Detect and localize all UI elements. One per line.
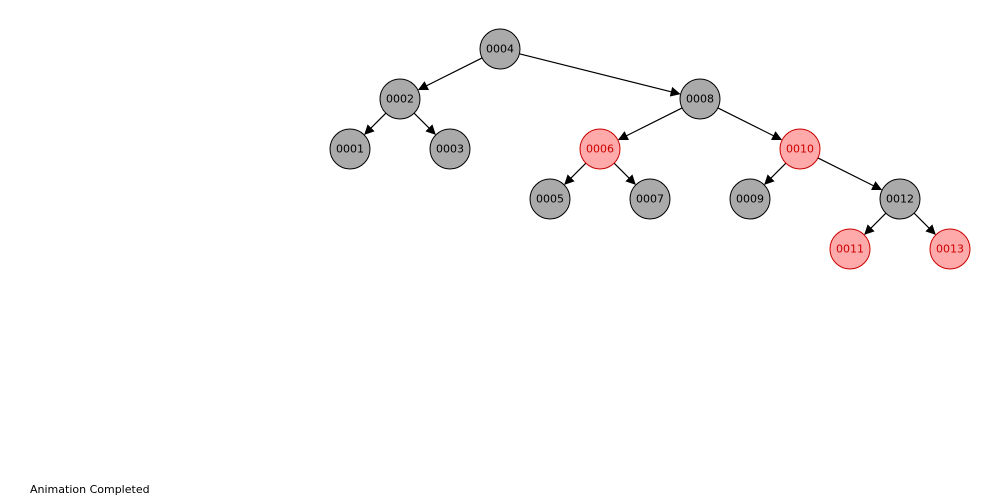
red-node-circle <box>779 128 821 170</box>
red-node-circle <box>929 228 971 270</box>
node-label: 0009 <box>736 193 764 206</box>
tree-node-0007: 0007 <box>629 178 671 220</box>
node-label: 0010 <box>786 143 814 156</box>
black-node-circle <box>429 128 471 170</box>
node-label: 0005 <box>536 193 564 206</box>
edge-0004-to-0002 <box>417 57 483 91</box>
tree-node-0009: 0009 <box>729 178 771 220</box>
tree-node-0006: 0006 <box>579 128 621 170</box>
tree-node-0013: 0013 <box>929 228 971 270</box>
edge-0006-to-0005 <box>564 162 587 185</box>
black-node-circle <box>529 178 571 220</box>
node-label: 0013 <box>936 243 964 256</box>
black-node-circle <box>879 178 921 220</box>
tree-node-0004: 0004 <box>479 28 521 70</box>
node-label: 0011 <box>836 243 864 256</box>
black-node-circle <box>679 78 721 120</box>
black-node-circle <box>629 178 671 220</box>
black-node-circle <box>379 78 421 120</box>
edge-0008-to-0006 <box>617 107 683 141</box>
edge-0012-to-0011 <box>864 212 887 235</box>
node-label: 0012 <box>886 193 914 206</box>
edge-0004-to-0008 <box>519 53 681 97</box>
black-node-circle <box>479 28 521 70</box>
node-label: 0003 <box>436 143 464 156</box>
edge-0002-to-0003 <box>413 112 436 135</box>
node-label: 0002 <box>386 93 414 106</box>
edge-0006-to-0007 <box>613 162 636 185</box>
red-node-circle <box>579 128 621 170</box>
tree-node-0003: 0003 <box>429 128 471 170</box>
tree-node-0012: 0012 <box>879 178 921 220</box>
edge-0010-to-0012 <box>817 157 883 191</box>
tree-node-0010: 0010 <box>779 128 821 170</box>
node-label: 0001 <box>336 143 364 156</box>
node-label: 0008 <box>686 93 714 106</box>
tree-node-0008: 0008 <box>679 78 721 120</box>
black-node-circle <box>729 178 771 220</box>
node-label: 0006 <box>586 143 614 156</box>
tree-node-0001: 0001 <box>329 128 371 170</box>
tree-node-0011: 0011 <box>829 228 871 270</box>
edge-0012-to-0013 <box>913 212 936 235</box>
edge-0002-to-0001 <box>364 112 387 135</box>
node-label: 0004 <box>486 43 514 56</box>
node-label: 0007 <box>636 193 664 206</box>
red-node-circle <box>829 228 871 270</box>
edges-layer <box>364 53 936 235</box>
black-node-circle <box>329 128 371 170</box>
edge-0010-to-0009 <box>764 162 787 185</box>
tree-node-0002: 0002 <box>379 78 421 120</box>
status-text: Animation Completed <box>30 483 150 496</box>
nodes-layer: 0004 0002 0008 0001 0003 0006 0010 0005 0007 0009… <box>329 28 971 270</box>
tree-node-0005: 0005 <box>529 178 571 220</box>
edge-0008-to-0010 <box>717 107 783 141</box>
